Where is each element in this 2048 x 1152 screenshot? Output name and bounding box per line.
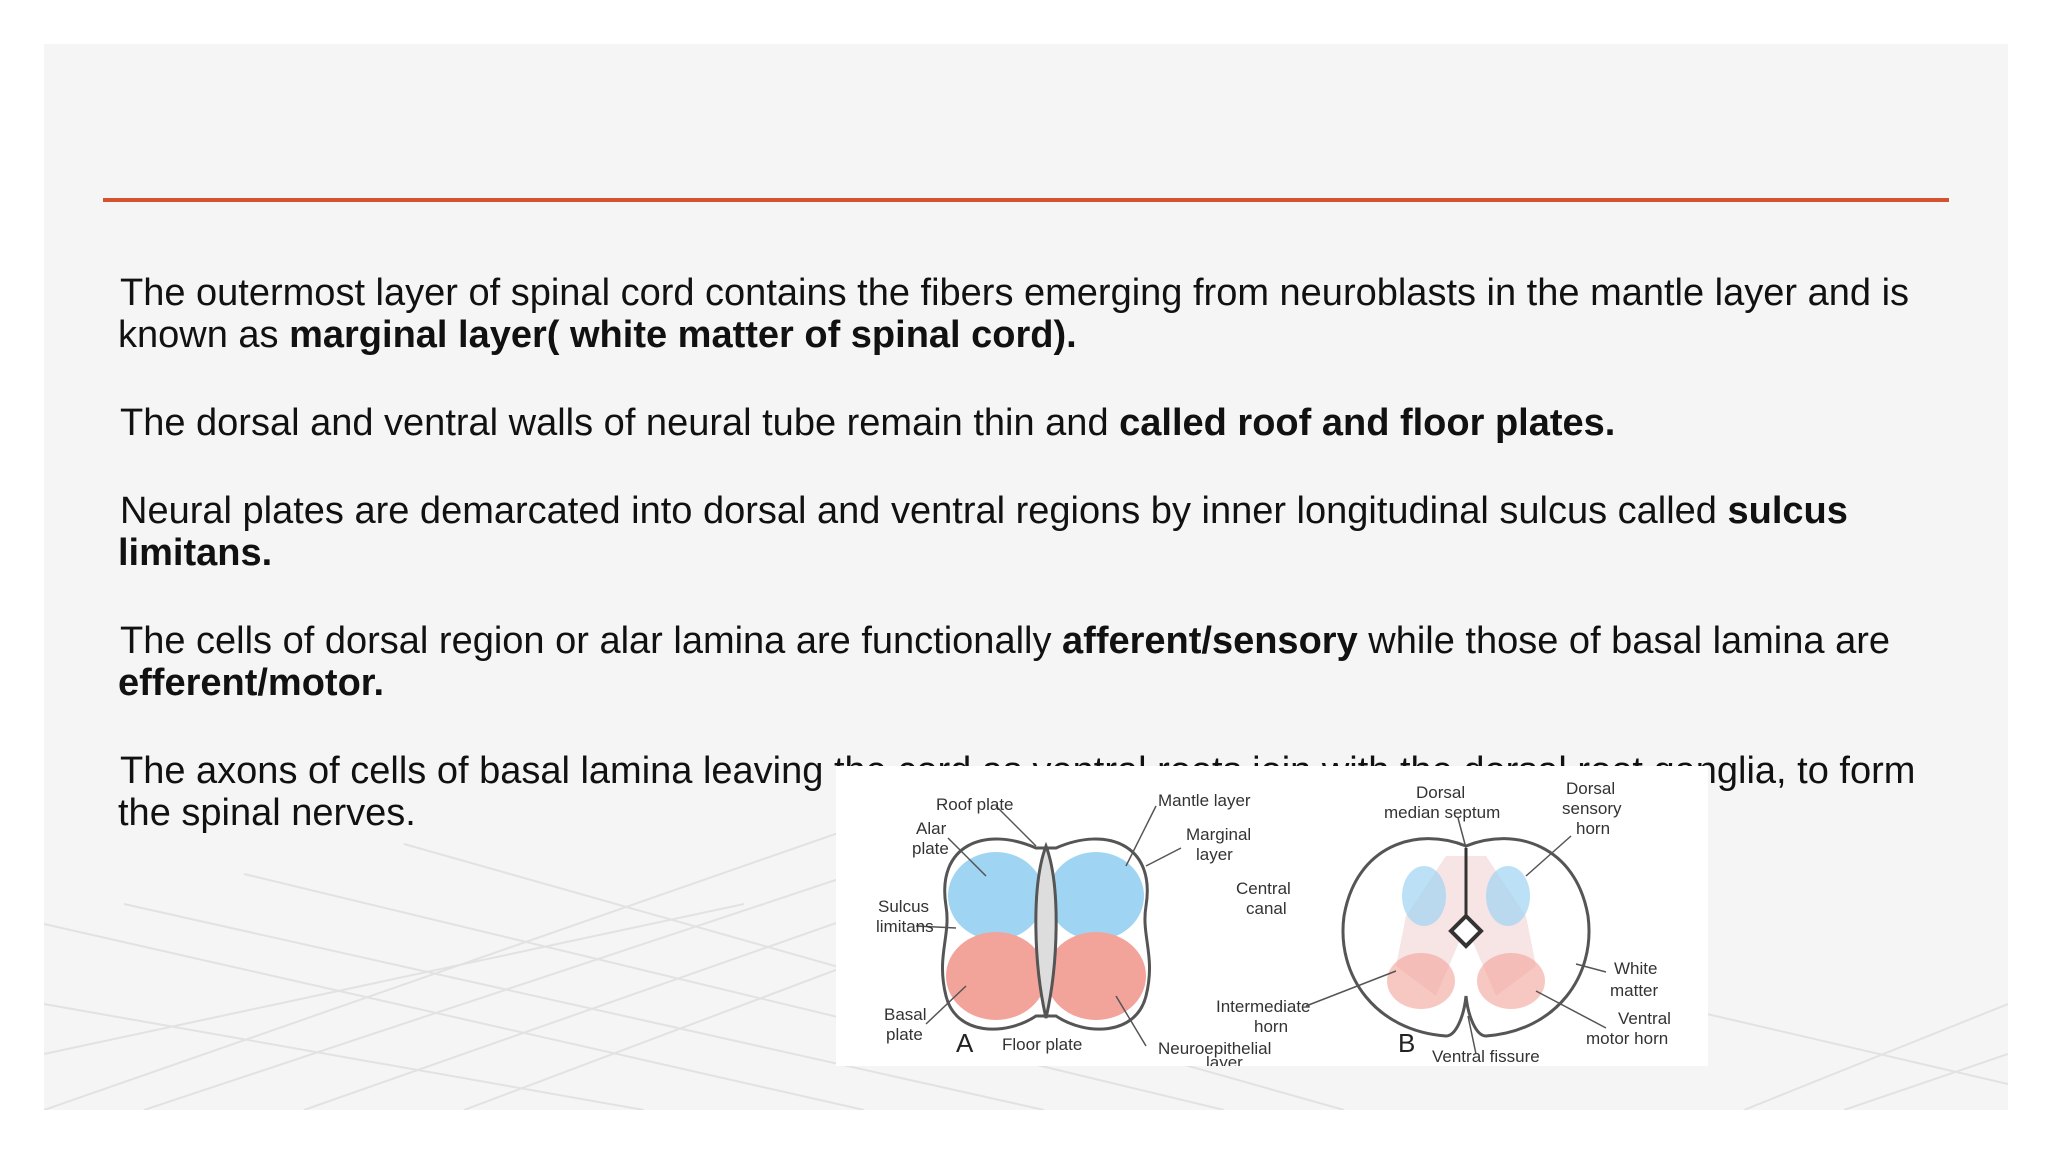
label-mantle-layer: Mantle layer bbox=[1158, 791, 1251, 810]
label-ventral-fissure: Ventral fissure bbox=[1432, 1047, 1540, 1066]
label-white-matter: matter bbox=[1610, 981, 1659, 1000]
label-alar-plate: plate bbox=[912, 839, 949, 858]
para-text: Neural plates are demarcated into dorsal… bbox=[120, 490, 1728, 532]
central-canal-a bbox=[1034, 841, 1058, 1019]
label-dorsal-sensory-horn: Dorsal bbox=[1566, 779, 1615, 798]
basal-plate-right bbox=[1046, 932, 1146, 1020]
label-marginal-layer: Marginal bbox=[1186, 825, 1251, 844]
para-text: The dorsal and ventral walls of neural t… bbox=[120, 402, 1120, 444]
label-dorsal-median-septum: Dorsal bbox=[1416, 783, 1465, 802]
alar-plate-left bbox=[948, 852, 1044, 940]
label-neuroepithelial-layer: layer bbox=[1206, 1053, 1243, 1066]
label-roof-plate: Roof plate bbox=[936, 795, 1014, 814]
label-sulcus-limitans: Sulcus bbox=[878, 897, 929, 916]
para-bold: called roof and floor plates. bbox=[1119, 402, 1616, 444]
para-bold-2: efferent/motor. bbox=[118, 662, 385, 704]
spinal-cord-diagram-svg: Roof plate Alar plate Sulcus limitans Ba… bbox=[876, 779, 1671, 1066]
panel-b-spinal-cord: Dorsal median septum Dorsal sensory horn… bbox=[1305, 779, 1671, 1066]
label-neuroepithelial-layer: Neuroepithelial bbox=[1158, 1039, 1271, 1058]
ventral-horn-left bbox=[1387, 953, 1455, 1009]
label-central-canal: canal bbox=[1246, 899, 1287, 918]
spinal-cord-diagram: Roof plate Alar plate Sulcus limitans Ba… bbox=[836, 766, 1708, 1066]
paragraph-roof-floor: The dorsal and ventral walls of neural t… bbox=[118, 402, 1978, 444]
central-canal-b bbox=[1448, 913, 1484, 949]
label-white-matter: White bbox=[1614, 959, 1657, 978]
panel-a-letter: A bbox=[956, 1028, 974, 1058]
para-text: The cells of dorsal region or alar lamin… bbox=[120, 620, 1063, 662]
label-basal-plate: plate bbox=[886, 1025, 923, 1044]
perspective-grid-background bbox=[44, 823, 2008, 1110]
label-dorsal-sensory-horn: horn bbox=[1576, 819, 1610, 838]
accent-divider bbox=[103, 198, 1949, 202]
label-intermediate-horn: Intermediate bbox=[1216, 997, 1311, 1016]
alar-plate-right bbox=[1048, 852, 1144, 940]
label-dorsal-median-septum: median septum bbox=[1384, 803, 1500, 822]
label-central-canal: Central bbox=[1236, 879, 1291, 898]
label-dorsal-sensory-horn: sensory bbox=[1562, 799, 1622, 818]
paragraph-afferent-efferent: The cells of dorsal region or alar lamin… bbox=[118, 620, 1978, 704]
paragraph-sulcus-limitans: Neural plates are demarcated into dorsal… bbox=[118, 490, 1978, 574]
panel-b-letter: B bbox=[1398, 1028, 1415, 1058]
dorsal-horn-left bbox=[1402, 866, 1446, 926]
paragraph-marginal-layer: The outermost layer of spinal cord conta… bbox=[118, 272, 1978, 356]
panel-a-neural-tube: Roof plate Alar plate Sulcus limitans Ba… bbox=[876, 791, 1311, 1066]
para-text: The outermost layer of spinal cord conta… bbox=[118, 272, 1910, 356]
dorsal-horn-right bbox=[1486, 866, 1530, 926]
ventral-horn-right bbox=[1477, 953, 1545, 1009]
label-alar-plate: Alar bbox=[916, 819, 947, 838]
body-text: The outermost layer of spinal cord conta… bbox=[118, 272, 1978, 880]
label-floor-plate: Floor plate bbox=[1002, 1035, 1082, 1054]
label-intermediate-horn: horn bbox=[1254, 1017, 1288, 1036]
label-ventral-motor-horn: Ventral bbox=[1618, 1009, 1671, 1028]
label-sulcus-limitans: limitans bbox=[876, 917, 934, 936]
para-bold: afferent/sensory bbox=[1062, 620, 1358, 662]
basal-plate-left bbox=[946, 932, 1046, 1020]
para-bold: marginal layer( white matter of spinal c… bbox=[289, 314, 1077, 356]
para-text-after: while those of basal lamina are bbox=[1357, 620, 1890, 662]
para-bold: sulcus limitans. bbox=[118, 490, 1848, 574]
label-ventral-motor-horn: motor horn bbox=[1586, 1029, 1668, 1048]
label-basal-plate: Basal bbox=[884, 1005, 927, 1024]
label-marginal-layer: layer bbox=[1196, 845, 1233, 864]
